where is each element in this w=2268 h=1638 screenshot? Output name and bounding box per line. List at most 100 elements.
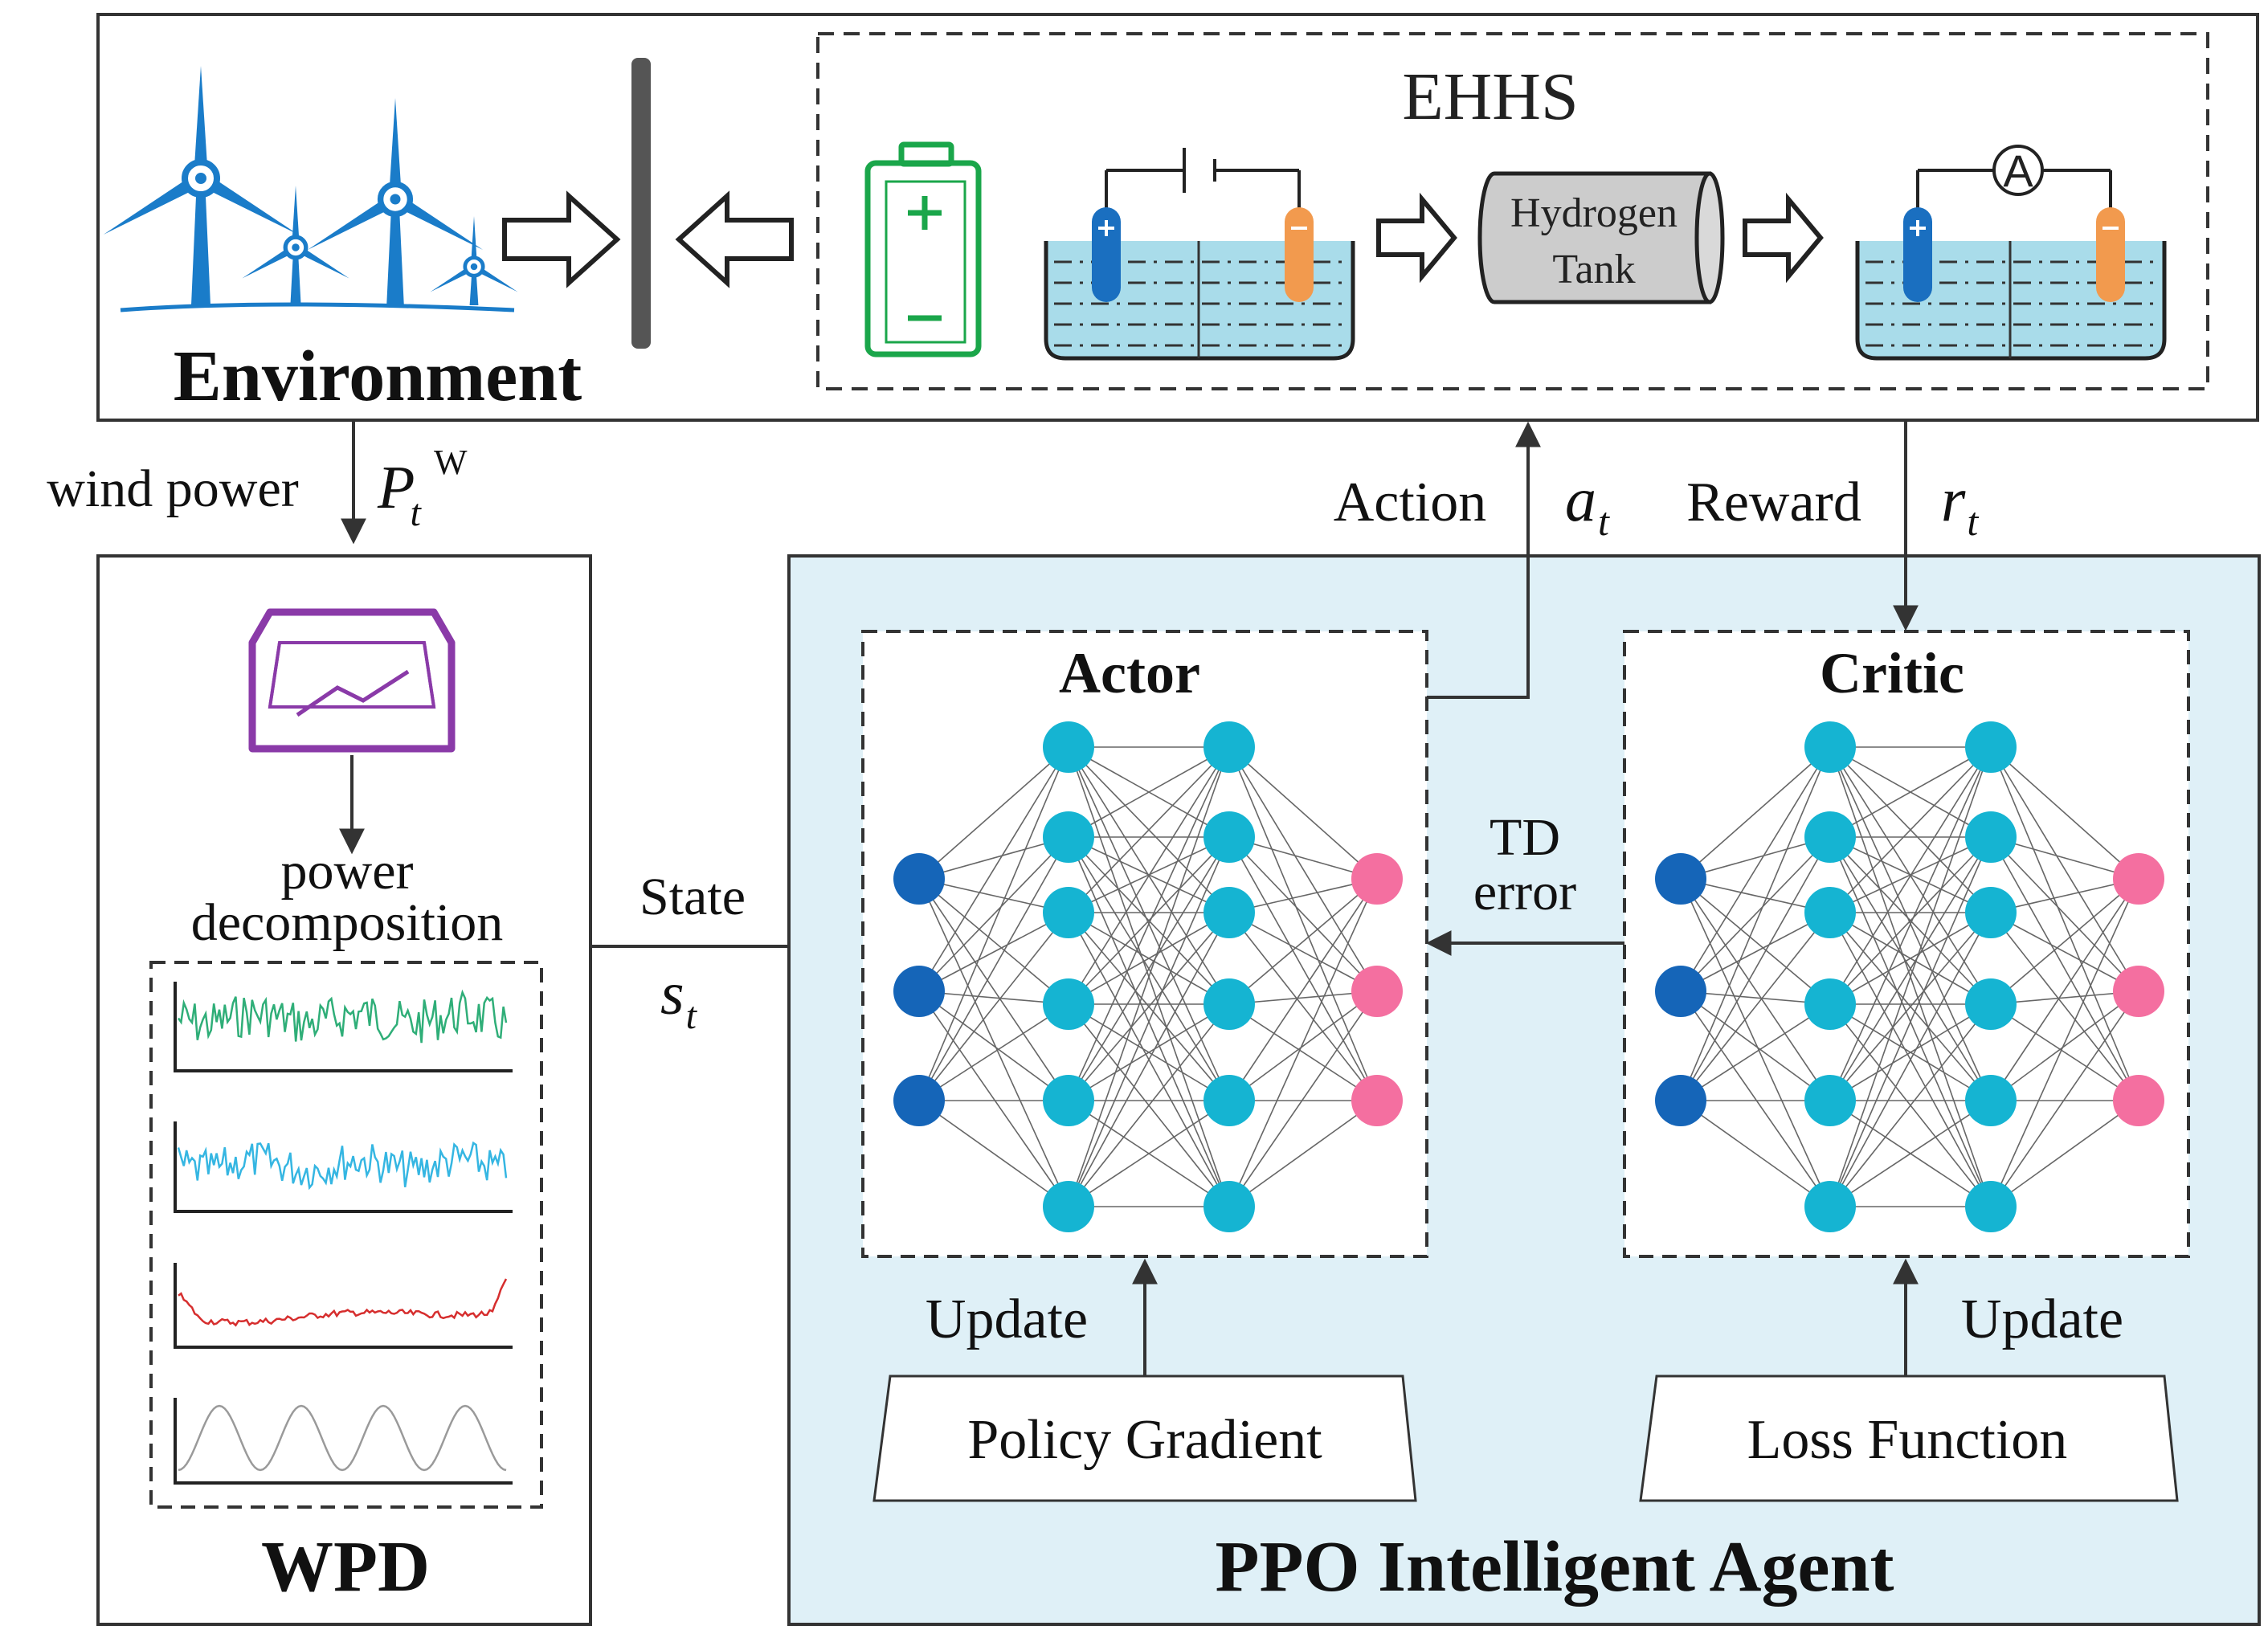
critic-title: Critic bbox=[1820, 641, 1964, 705]
input-node bbox=[893, 853, 945, 905]
decomposition-label-line1: power bbox=[281, 842, 414, 901]
input-node bbox=[893, 966, 945, 1017]
loss-function-box bbox=[1639, 1375, 2179, 1502]
action-symbol: at bbox=[1565, 464, 1610, 544]
fuel-cell-icon: A bbox=[1855, 145, 2167, 361]
hidden-node bbox=[1203, 978, 1255, 1030]
wind-power-label: wind power bbox=[47, 460, 298, 518]
input-node bbox=[1655, 966, 1706, 1017]
anode-electrode bbox=[1092, 207, 1121, 302]
signal-plot-2 bbox=[174, 1121, 513, 1213]
wind-power-symbol: Pt bbox=[377, 454, 422, 534]
network-edges bbox=[1680, 746, 2139, 1207]
hydrogen-tank-icon: Hydrogen Tank bbox=[1477, 171, 1725, 304]
wpd-panel: power decomposition WPD bbox=[96, 554, 592, 1626]
tank-label-line2: Tank bbox=[1552, 247, 1635, 292]
ppo-agent-title: PPO Intelligent Agent bbox=[1216, 1527, 1894, 1607]
critic-network bbox=[1655, 721, 2164, 1232]
hidden-node bbox=[1965, 887, 2017, 938]
hidden-node bbox=[1965, 1075, 2017, 1126]
output-node bbox=[2113, 1075, 2164, 1126]
state-label: State bbox=[640, 868, 746, 926]
hidden-node bbox=[1965, 721, 2017, 773]
hidden-node bbox=[1965, 1181, 2017, 1232]
td-label-line1: TD bbox=[1490, 808, 1560, 867]
critic-box bbox=[1623, 630, 2190, 1258]
wind-power-link: wind power Pt W bbox=[47, 420, 468, 545]
hidden-node bbox=[1203, 721, 1255, 773]
hidden-node bbox=[1203, 887, 1255, 938]
hidden-node bbox=[1203, 1181, 1255, 1232]
wind-turbine-icon bbox=[242, 186, 349, 305]
hollow-arrow-icon bbox=[675, 190, 794, 288]
hidden-node bbox=[1043, 978, 1094, 1030]
hidden-node bbox=[1043, 887, 1094, 938]
td-label-line2: error bbox=[1473, 863, 1576, 921]
output-node bbox=[2113, 966, 2164, 1017]
output-node bbox=[1351, 853, 1403, 905]
cathode-electrode bbox=[2096, 207, 2125, 302]
decomposition-label-line2: decomposition bbox=[191, 893, 504, 952]
actor-title: Actor bbox=[1059, 641, 1200, 705]
hidden-node bbox=[1965, 978, 2017, 1030]
actor-update-label: Update bbox=[926, 1289, 1088, 1350]
hidden-node bbox=[1965, 811, 2017, 863]
bus-bar bbox=[631, 58, 651, 349]
signal-plot-4 bbox=[174, 1398, 513, 1485]
actor-box bbox=[861, 630, 1428, 1258]
ammeter-label: A bbox=[2003, 145, 2033, 196]
hidden-node bbox=[1804, 978, 1856, 1030]
hollow-arrow-icon bbox=[1743, 192, 1824, 284]
hidden-node bbox=[1804, 1075, 1856, 1126]
ammeter-icon bbox=[1992, 145, 2044, 196]
policy-gradient-box bbox=[872, 1375, 1417, 1502]
signal-plot-1 bbox=[174, 982, 513, 1072]
hidden-node bbox=[1804, 887, 1856, 938]
ppo-agent-panel: PPO Intelligent Agent Actor Critic TD er… bbox=[787, 554, 2261, 1626]
state-symbol: st bbox=[660, 960, 698, 1037]
anode-electrode bbox=[1903, 207, 1932, 302]
output-node bbox=[1351, 1075, 1403, 1126]
network-edges bbox=[918, 746, 1378, 1207]
hidden-node bbox=[1804, 1181, 1856, 1232]
actor-network bbox=[893, 721, 1403, 1232]
signal-plot-3 bbox=[174, 1263, 513, 1349]
wind-power-superscript: W bbox=[434, 443, 468, 482]
hidden-node bbox=[1043, 1075, 1094, 1126]
ehhs-panel: EHHS Hydrogen Tank A bbox=[816, 32, 2209, 390]
hidden-node bbox=[1203, 811, 1255, 863]
action-link: Action at bbox=[1334, 421, 1610, 699]
reward-link: Reward rt bbox=[1686, 420, 1979, 631]
output-node bbox=[1351, 966, 1403, 1017]
hidden-node bbox=[1043, 1181, 1094, 1232]
hidden-node bbox=[1203, 1075, 1255, 1126]
wind-turbine-icon bbox=[430, 216, 518, 305]
ehhs-title: EHHS bbox=[1402, 59, 1578, 134]
wind-turbine-icon bbox=[103, 66, 299, 305]
environment-title: Environment bbox=[174, 337, 582, 416]
policy-gradient-label: Policy Gradient bbox=[967, 1409, 1322, 1471]
battery-icon bbox=[864, 141, 982, 357]
action-label: Action bbox=[1334, 472, 1487, 533]
tank-label-line1: Hydrogen bbox=[1510, 190, 1678, 236]
output-node bbox=[2113, 853, 2164, 905]
wpd-title: WPD bbox=[261, 1527, 430, 1607]
input-node bbox=[1655, 853, 1706, 905]
input-node bbox=[893, 1075, 945, 1126]
wind-turbine-icon bbox=[307, 98, 484, 305]
hidden-node bbox=[1804, 721, 1856, 773]
critic-update-label: Update bbox=[1961, 1289, 2123, 1350]
hollow-arrow-icon bbox=[1376, 192, 1457, 284]
electrolyzer-icon bbox=[1044, 148, 1355, 361]
reward-label: Reward bbox=[1686, 472, 1861, 533]
decomposition-box bbox=[149, 961, 543, 1509]
reward-symbol: rt bbox=[1941, 464, 1979, 544]
input-node bbox=[1655, 1075, 1706, 1126]
hidden-node bbox=[1043, 721, 1094, 773]
monitor-chart-icon bbox=[248, 608, 456, 753]
decomposition-signals bbox=[174, 982, 513, 1485]
hidden-node bbox=[1804, 811, 1856, 863]
hidden-node bbox=[1043, 811, 1094, 863]
hollow-arrow-icon bbox=[502, 190, 621, 288]
